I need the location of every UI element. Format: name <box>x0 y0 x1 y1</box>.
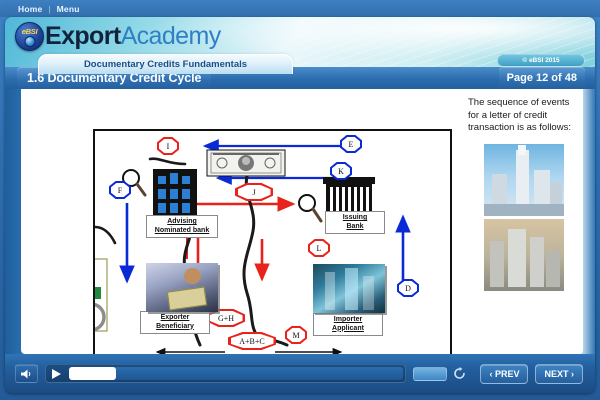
course-title-tab: Documentary Credits Fundamentals <box>38 54 293 74</box>
slide-stage: X I F E K J L D M G+H A+B+C <box>5 89 595 354</box>
brand-name-primary: Export <box>45 22 121 50</box>
issuing-bank-building-icon <box>323 177 375 214</box>
brand-wordmark: ExportAcademy <box>45 24 221 49</box>
banknote-image <box>206 149 286 177</box>
diagram-marker-f: F <box>109 181 131 199</box>
menu-separator: | <box>48 3 51 14</box>
logo-badge-text: eBSI <box>21 27 38 36</box>
seek-control[interactable] <box>45 364 407 383</box>
page-indicator-chip: Page 12 of 48 <box>498 67 585 89</box>
nav-home-link[interactable]: Home <box>18 3 43 14</box>
nav-menu-link[interactable]: Menu <box>56 3 80 14</box>
diagram-marker-i: I <box>157 137 179 155</box>
volume-glyph <box>20 369 30 378</box>
globe-icon <box>24 36 35 47</box>
page-title: 1.6 Documentary Credit Cycle <box>27 71 202 85</box>
document-magnifier-icon: X <box>95 258 108 332</box>
diagram-marker-m: M <box>285 326 307 344</box>
volume-slider[interactable] <box>413 366 448 381</box>
seek-bar[interactable] <box>69 367 404 380</box>
page-indicator: Page 12 of 48 <box>506 72 577 84</box>
course-title-text: Documentary Credits Fundamentals <box>83 59 248 70</box>
city-photo-bottom <box>484 218 564 291</box>
logo: eBSI ExportAcademy <box>15 22 221 51</box>
city-photo-top <box>484 143 564 216</box>
player-shell: eBSI ExportAcademy Documentary Credits F… <box>5 17 595 393</box>
importer-photo <box>313 264 385 313</box>
seek-progress-fill <box>69 367 116 380</box>
brand-name-secondary: Academy <box>120 22 222 50</box>
ebsi-logo-icon: eBSI <box>15 22 44 51</box>
volume-icon[interactable] <box>15 364 38 383</box>
documentary-credit-cycle-diagram: X I F E K J L D M G+H A+B+C <box>93 129 452 354</box>
diagram-marker-l: L <box>308 239 330 257</box>
diagram-marker-d: D <box>397 279 419 297</box>
slide-side-panel: The sequence of events for a letter of c… <box>468 97 580 347</box>
diagram-marker-abc: A+B+C <box>228 332 276 350</box>
slide-content: X I F E K J L D M G+H A+B+C <box>21 89 583 354</box>
prev-button[interactable]: ‹ PREV <box>480 363 529 384</box>
top-menu-bar: Home | Menu <box>0 0 600 17</box>
play-icon[interactable] <box>48 367 65 380</box>
copyright-badge: © eBSI 2015 <box>497 54 585 67</box>
replay-glyph <box>454 367 466 379</box>
exporter-photo <box>146 263 218 312</box>
side-panel-text: The sequence of events for a letter of c… <box>468 97 571 133</box>
player-toolbar: ‹ PREV NEXT › <box>5 354 595 393</box>
copyright-text: © eBSI 2015 <box>522 57 560 64</box>
advising-bank-building-icon <box>153 169 197 221</box>
diagram-marker-k: K <box>330 162 352 180</box>
replay-icon[interactable] <box>453 367 466 380</box>
diagram-marker-e: E <box>340 135 362 153</box>
play-glyph <box>52 368 61 379</box>
next-button[interactable]: NEXT › <box>535 363 583 384</box>
diagram-marker-j: J <box>235 183 273 201</box>
diagram-marker-gh: G+H <box>207 309 245 327</box>
